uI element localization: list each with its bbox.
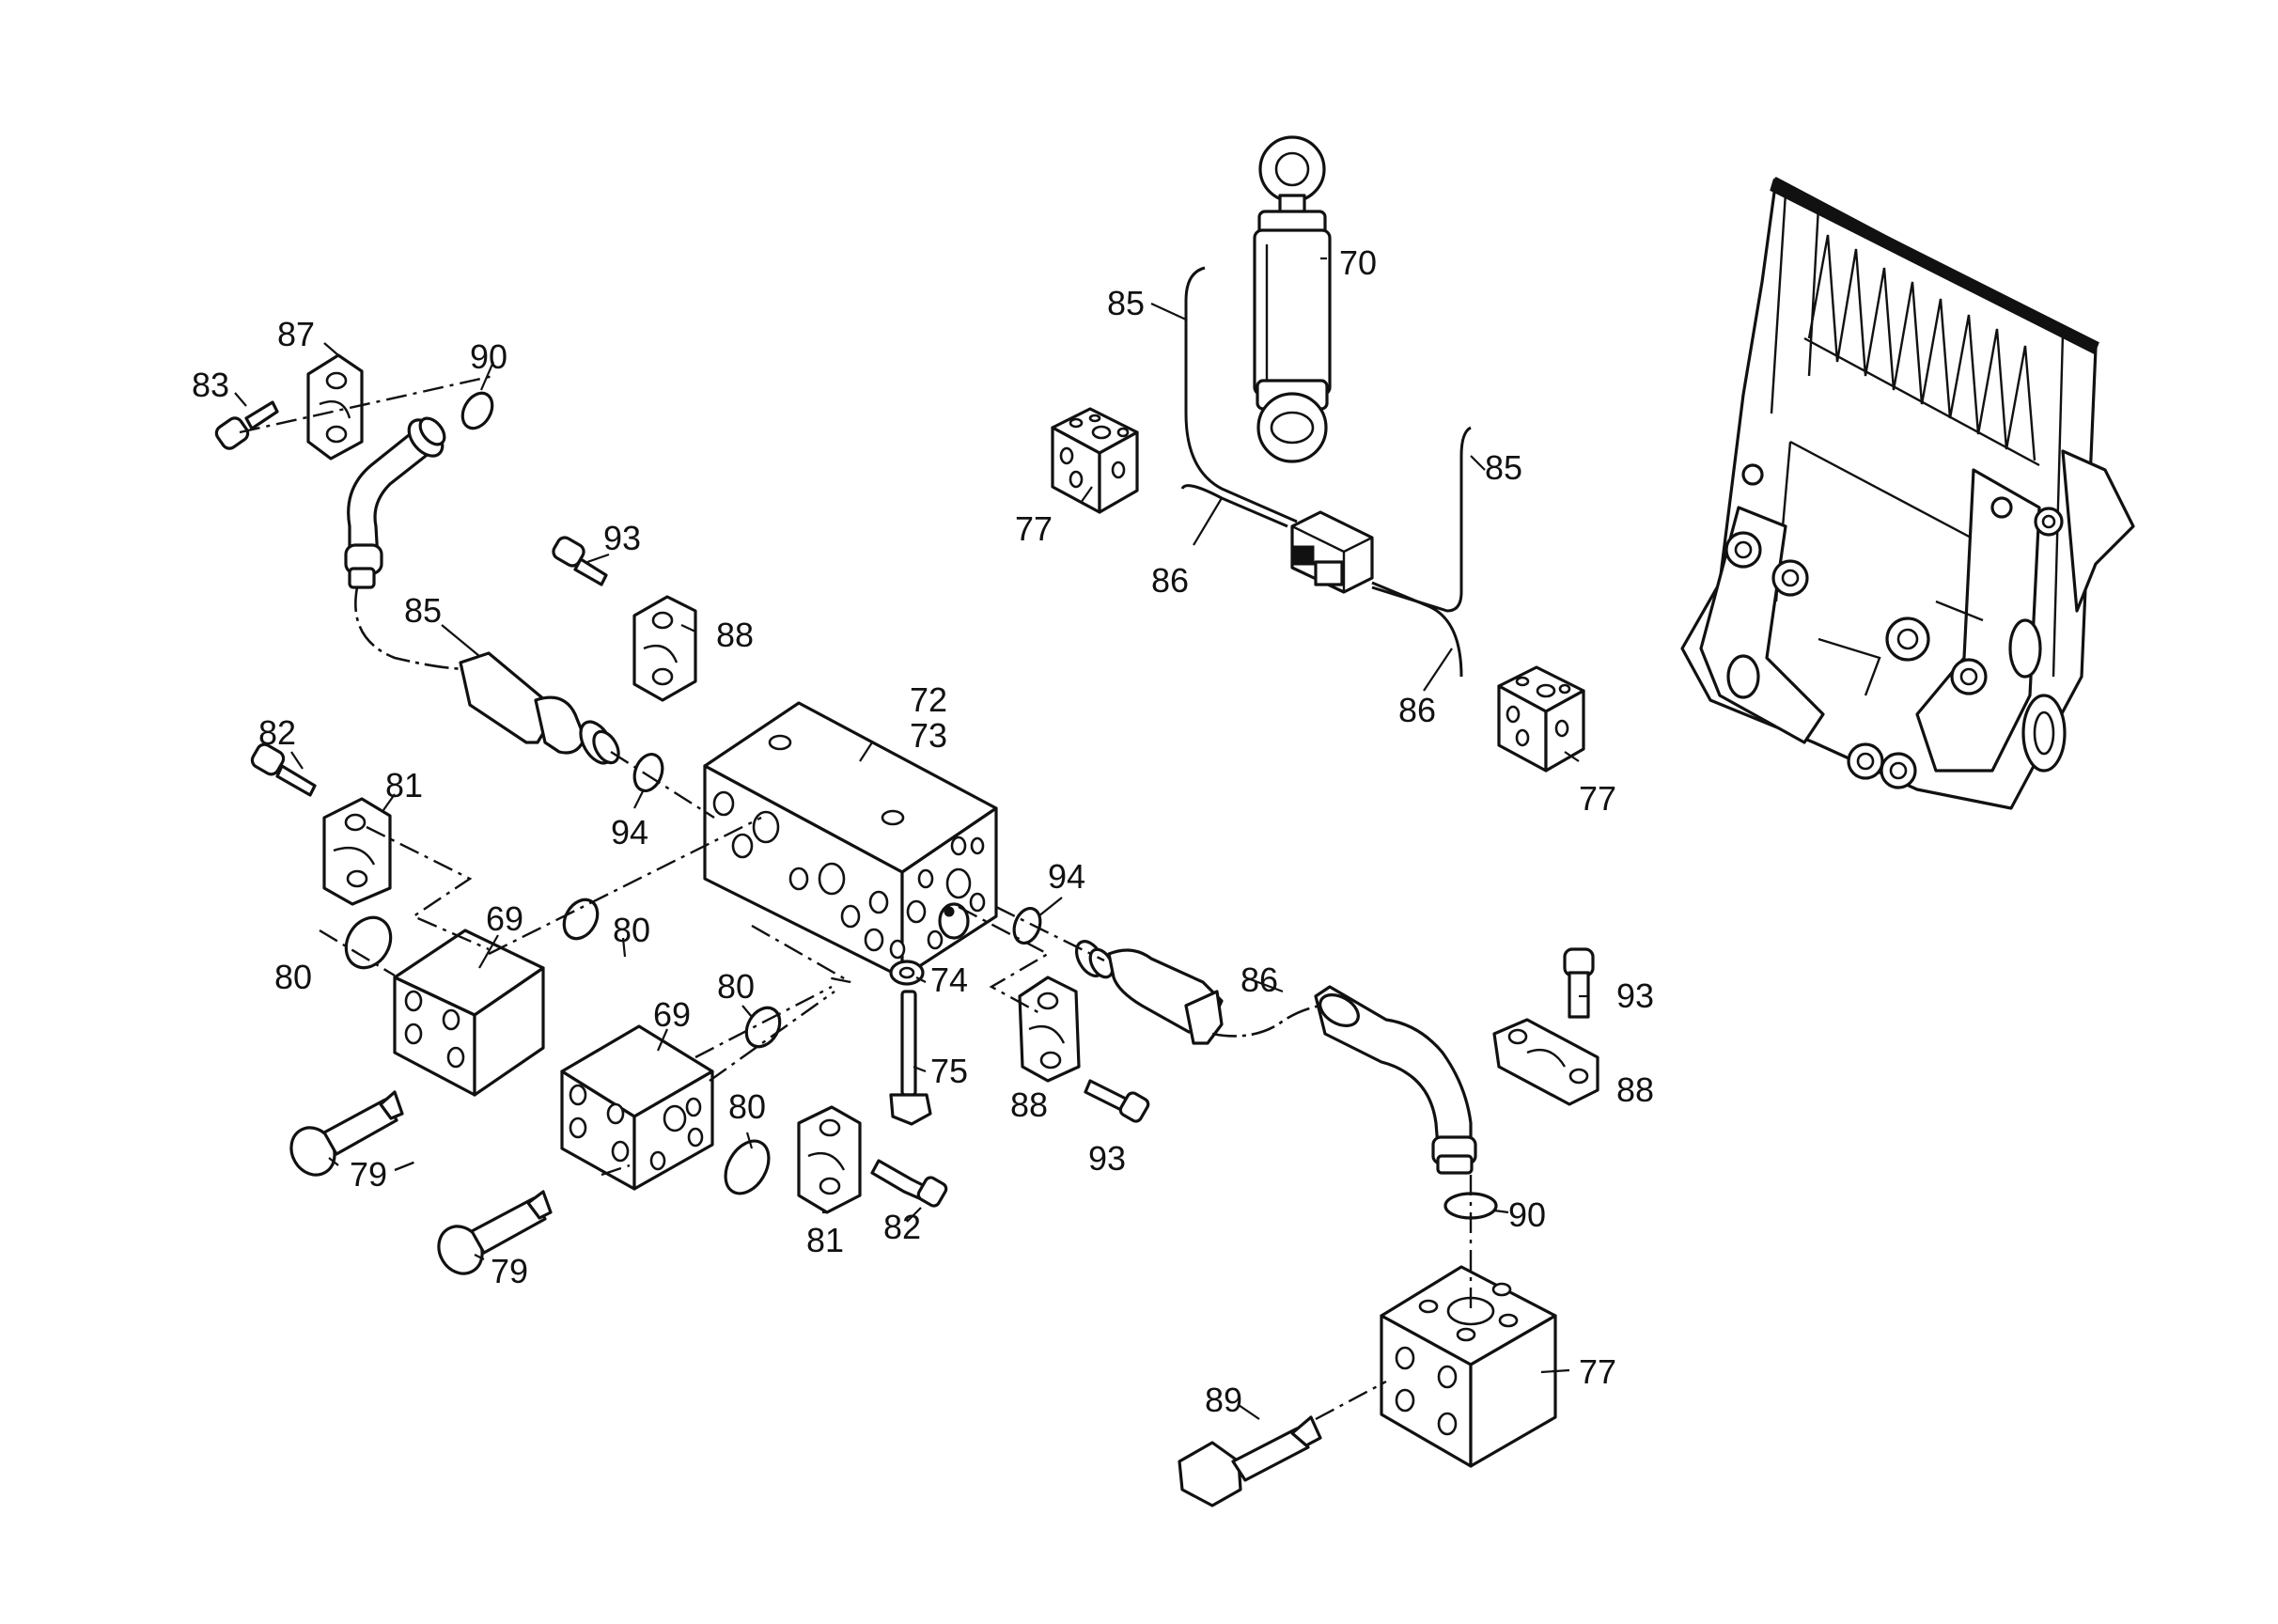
assembly-axes <box>239 374 1473 1421</box>
flange-clamp-81-bottom <box>797 1105 862 1214</box>
bolt-89 <box>1178 1415 1322 1507</box>
callout-94: 94 <box>611 813 648 851</box>
callout-74: 74 <box>930 960 968 999</box>
cube-block-69-lower <box>560 1024 714 1191</box>
bolt-93-right <box>1563 947 1595 1019</box>
cube-block-77-right <box>1497 665 1585 773</box>
callout-73: 73 <box>910 716 947 755</box>
callout-69: 69 <box>653 995 691 1034</box>
callout-93: 93 <box>603 519 641 557</box>
bolt-82-bottom <box>870 1159 948 1208</box>
callout-83: 83 <box>192 366 229 404</box>
bolt-83 <box>214 400 279 450</box>
callout-77: 77 <box>1579 1352 1616 1391</box>
flange-clamp-87 <box>306 353 364 461</box>
callout-81: 81 <box>806 1221 844 1259</box>
mounting-frame <box>1680 177 2135 810</box>
callout-93: 93 <box>1088 1139 1126 1178</box>
callout-77: 77 <box>1579 779 1616 818</box>
callout-80: 80 <box>274 958 312 996</box>
callout-85: 85 <box>1107 284 1145 322</box>
callout-79: 79 <box>491 1252 528 1290</box>
flange-clamp-81-left <box>322 797 392 906</box>
callout-94: 94 <box>1048 857 1085 896</box>
flange-clamp-88-top <box>632 595 697 702</box>
callout-85: 85 <box>404 591 442 630</box>
callout-93: 93 <box>1616 976 1654 1015</box>
cube-block-77-bottom <box>1380 1265 1557 1468</box>
callout-70: 70 <box>1339 243 1377 282</box>
bolt-79-lower <box>437 1190 553 1275</box>
callout-69: 69 <box>486 899 523 938</box>
hose-upper-left <box>344 416 620 765</box>
callout-80: 80 <box>728 1087 766 1126</box>
bolt-79-upper <box>289 1090 404 1177</box>
callout-86: 86 <box>1398 691 1436 729</box>
flange-clamp-88-mid <box>1018 976 1081 1083</box>
callout-82: 82 <box>258 713 296 752</box>
callout-88: 88 <box>716 616 754 654</box>
bolt-93-mid <box>1084 1079 1150 1123</box>
hydraulic-cylinder <box>1253 135 1332 463</box>
wiring-harness <box>1180 266 1472 678</box>
callout-90: 90 <box>1508 1195 1546 1234</box>
callout-82: 82 <box>883 1208 921 1246</box>
callout-81: 81 <box>385 766 423 804</box>
callout-80: 80 <box>613 911 650 949</box>
callout-80: 80 <box>717 967 755 1006</box>
cube-block-77-top <box>1051 407 1139 514</box>
bolt-82-left <box>250 742 317 797</box>
hose-lower-right <box>1074 940 1477 1175</box>
callout-87: 87 <box>277 315 315 353</box>
callout-88: 88 <box>1010 1085 1048 1124</box>
cube-block-69-upper <box>393 929 545 1097</box>
bolt-75 <box>889 990 932 1126</box>
valve-block <box>703 701 998 979</box>
callout-88: 88 <box>1616 1070 1654 1109</box>
callout-79: 79 <box>350 1155 387 1194</box>
callout-85: 85 <box>1485 448 1522 487</box>
leader-lines <box>234 257 1588 1420</box>
callout-72: 72 <box>910 680 947 719</box>
callout-89: 89 <box>1205 1381 1242 1419</box>
callout-90: 90 <box>470 337 507 376</box>
callout-86: 86 <box>1151 561 1189 600</box>
callout-labels: 83 87 90 93 88 85 82 81 72 73 94 69 80 8… <box>192 243 1654 1419</box>
nut-74 <box>889 960 925 986</box>
bolt-93-top <box>552 536 608 586</box>
flange-clamp-88-right <box>1492 1018 1599 1106</box>
callout-86: 86 <box>1240 960 1278 999</box>
connector-module <box>1290 510 1374 594</box>
callout-75: 75 <box>930 1052 968 1090</box>
callout-77: 77 <box>1015 509 1053 548</box>
